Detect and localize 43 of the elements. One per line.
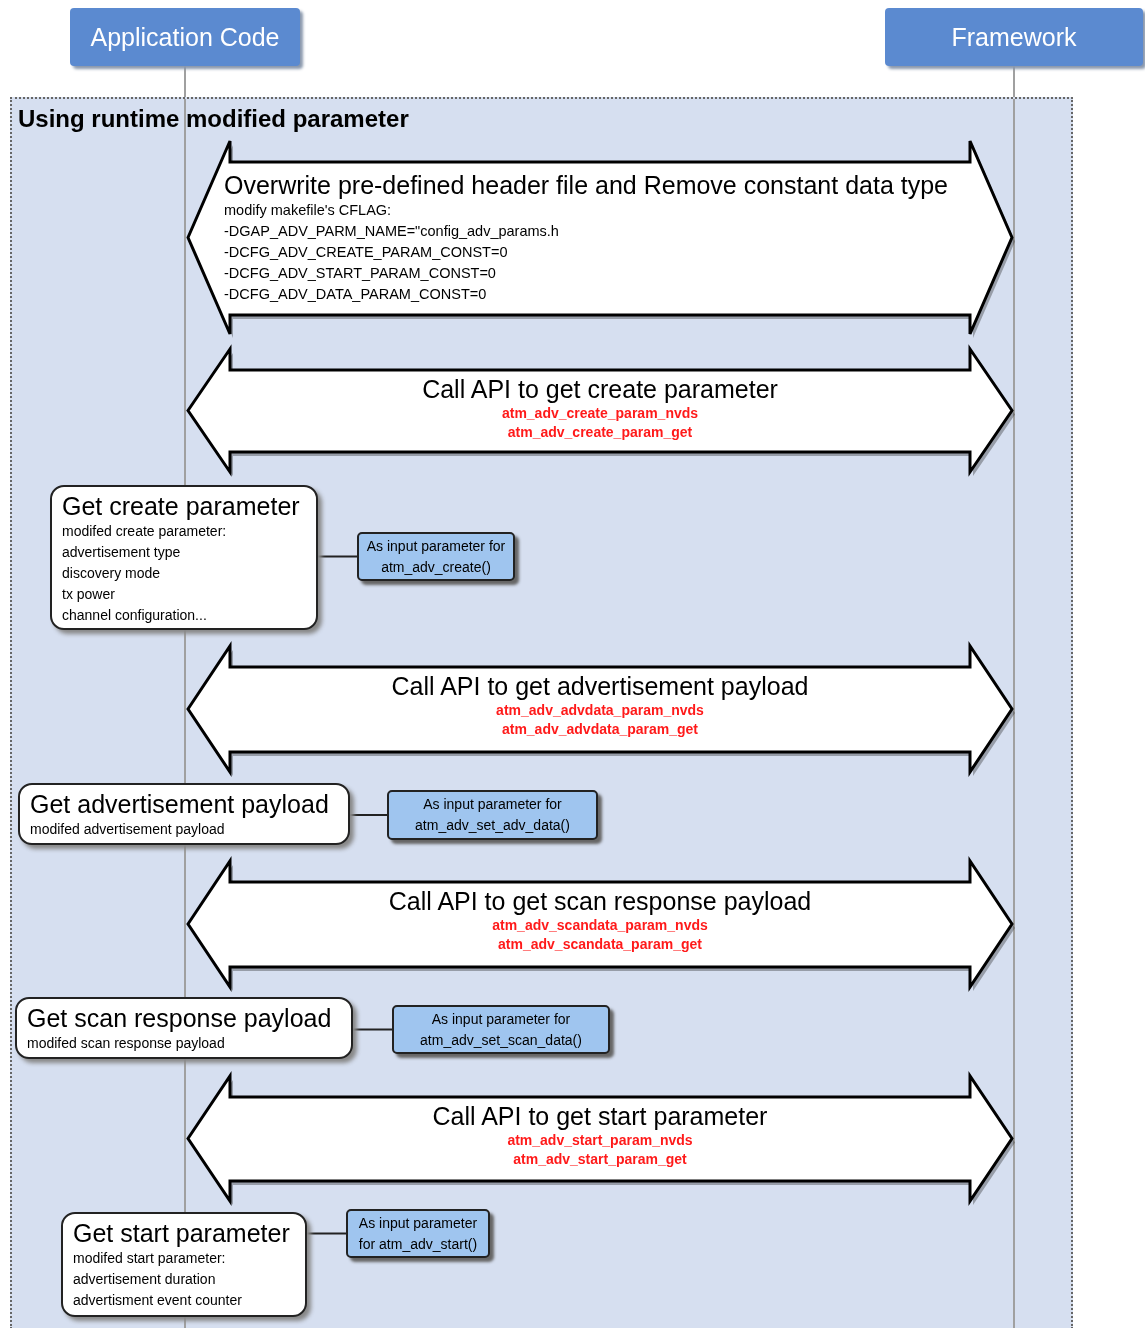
lifeline bbox=[1013, 65, 1015, 98]
note-text: advertisement type bbox=[62, 543, 181, 562]
note-text: discovery mode bbox=[62, 564, 161, 583]
message-banner bbox=[187, 140, 1013, 335]
callout-text: As input parameter for atm_adv_create() bbox=[365, 536, 507, 577]
connector-line bbox=[306, 1232, 347, 1235]
fragment-title: Using runtime modified parameter bbox=[18, 105, 409, 133]
note-title: Get scan response payload bbox=[27, 1003, 332, 1033]
connector-line bbox=[317, 555, 358, 558]
callout-text: As input parameter for atm_adv_set_scan_data() bbox=[419, 1009, 583, 1050]
note-title: Get advertisement payload bbox=[30, 789, 329, 819]
callout-box bbox=[357, 532, 515, 581]
note-title: Get start parameter bbox=[73, 1218, 290, 1248]
note-box bbox=[50, 485, 318, 630]
connector-line bbox=[349, 814, 388, 816]
config-line: -DGAP_ADV_PARM_NAME="config_adv_params.h bbox=[224, 222, 559, 241]
callout-text: As input parameter for atm_adv_set_adv_data() bbox=[414, 795, 571, 835]
note-title: Get create parameter bbox=[62, 491, 300, 521]
config-line: -DCFG_ADV_START_PARAM_CONST=0 bbox=[224, 264, 496, 283]
note-text: channel configuration... bbox=[62, 606, 207, 625]
config-line: -DCFG_ADV_DATA_PARAM_CONST=0 bbox=[224, 285, 487, 304]
note-text: advertisment event counter bbox=[73, 1291, 242, 1310]
callout-box bbox=[346, 1209, 490, 1258]
note-box bbox=[18, 783, 350, 845]
config-line: -DCFG_ADV_CREATE_PARAM_CONST=0 bbox=[224, 243, 508, 262]
note-text: modifed scan response payload bbox=[27, 1034, 225, 1053]
note-text: advertisement duration bbox=[73, 1270, 216, 1289]
connector-line bbox=[352, 1028, 393, 1031]
lifeline-header: Application Code bbox=[70, 8, 300, 66]
lifeline-header: Framework bbox=[885, 8, 1143, 66]
note-text: modifed start parameter: bbox=[73, 1249, 226, 1268]
lifeline bbox=[184, 65, 186, 98]
note-text: tx power bbox=[62, 585, 115, 604]
note-text: modifed create parameter: bbox=[62, 522, 227, 541]
arrow-title: Overwrite pre-defined header file and Remove constant data type bbox=[224, 170, 949, 200]
callout-box bbox=[392, 1005, 610, 1054]
callout-box bbox=[387, 790, 598, 840]
note-box bbox=[15, 997, 353, 1059]
config-line: modify makefile's CFLAG: bbox=[224, 201, 392, 220]
note-box bbox=[61, 1212, 307, 1317]
callout-text: As input parameter for atm_adv_start() bbox=[357, 1213, 479, 1254]
fragment-frame bbox=[10, 97, 1073, 1328]
note-text: modifed advertisement payload bbox=[30, 820, 225, 839]
